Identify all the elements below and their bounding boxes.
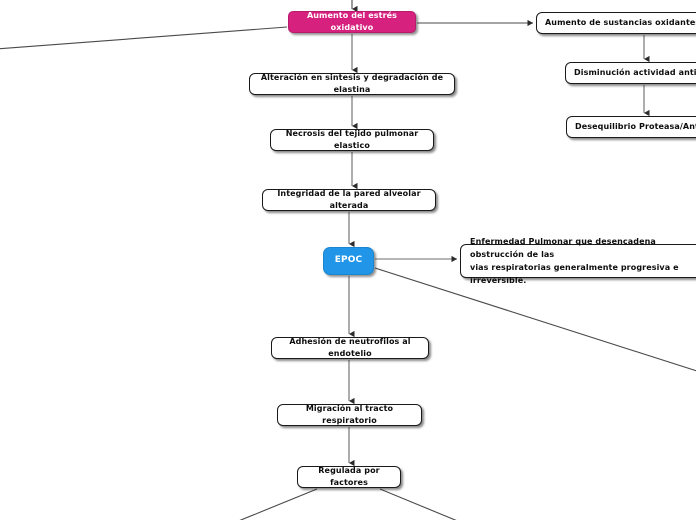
edge-regulada-to-offscreen-bottom-right [379,488,457,520]
node-migracion-tracto-respiratorio[interactable]: Migración al tracto respiratorio [277,404,422,426]
node-label: Integridad de la pared alveolar alterada [277,189,421,210]
node-adhesion-neutrofilos-endotelio[interactable]: Adhesión de neutrofilos al endotelio [271,337,429,359]
node-label: Adhesión de neutrofilos al endotelio [289,337,411,358]
node-label: Migración al tracto respiratorio [305,404,394,425]
edge-offscreen-left-to-estres [0,26,288,50]
node-label: EPOC [334,255,363,266]
node-label: Alteración en sintesis y degradación de … [260,73,444,94]
node-label: Aumento del estrés oxidativo [306,11,398,32]
node-definicion-epoc[interactable]: Enfermedad Pulmonar que desencadena obst… [460,237,696,285]
node-aumento-estres-oxidativo[interactable]: Aumento del estrés oxidativo [288,11,416,33]
node-label: Necrosis del tejido pulmonar elastico [285,129,419,150]
edge-regulada-to-offscreen-bottom-left [239,488,318,520]
node-label: Disminución actividad antipro [574,68,696,77]
node-label: Enfermedad Pulmonar que desencadena obst… [470,236,679,286]
node-regulada-por-factores[interactable]: Regulada por factores [297,466,401,488]
node-necrosis-tejido-pulmonar-elastico[interactable]: Necrosis del tejido pulmonar elastico [270,129,434,151]
node-integridad-pared-alveolar-alterada[interactable]: Integridad de la pared alveolar alterada [262,189,436,211]
node-desequilibrio-proteasa-antiproteasa[interactable]: Desequilibrio Proteasa/Antipr [566,116,696,138]
node-label: Desequilibrio Proteasa/Antipr [575,122,696,131]
node-label: Aumento de sustancias oxidantes y ra [545,18,696,27]
node-disminucion-actividad-antiproteasa[interactable]: Disminución actividad antipro [565,62,696,84]
node-alteracion-sintesis-degradacion-elastina[interactable]: Alteración en sintesis y degradación de … [249,73,455,95]
node-aumento-sustancias-oxidantes[interactable]: Aumento de sustancias oxidantes y ra [536,12,696,34]
node-epoc[interactable]: EPOC [323,247,374,275]
node-label: Regulada por factores [318,466,380,487]
